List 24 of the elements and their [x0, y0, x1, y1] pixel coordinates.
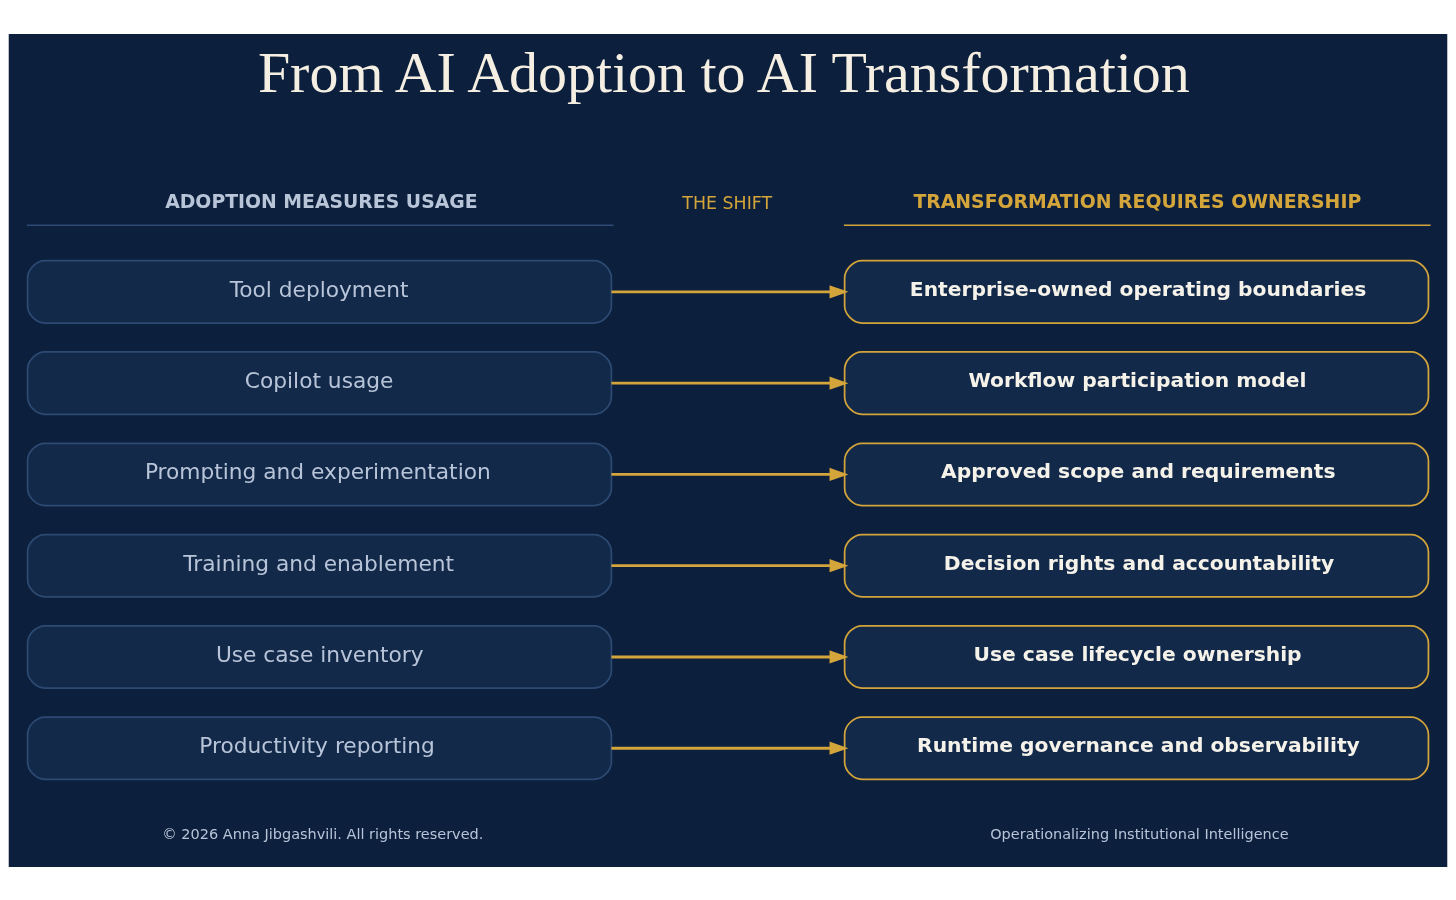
node-box: Training and enablement [26, 533, 613, 598]
node-box: Prompting and experimentation [26, 441, 613, 506]
node-box: Approved scope and requirements [843, 441, 1430, 506]
label: © 2026 Anna Jibgashvili. All rights reserved. [162, 825, 484, 842]
arrow [611, 649, 849, 664]
diagram-title: From AI Adoption to AI Transformation [257, 39, 1190, 105]
arrow [611, 467, 849, 481]
arrow [611, 741, 849, 755]
node-box: Copilot usage [26, 350, 613, 415]
arrow [611, 284, 849, 298]
node-box: Runtime governance and observability [843, 715, 1430, 780]
node-box: Enterprise-owned operating boundaries [843, 259, 1430, 324]
node-box: Tool deployment [26, 259, 613, 324]
node-box: Workflow participation model [843, 350, 1430, 415]
node-box: Use case lifecycle ownership [843, 624, 1430, 689]
label: TRANSFORMATION REQUIRES OWNERSHIP [913, 190, 1362, 212]
label: ADOPTION MEASURES USAGE [165, 190, 478, 212]
arrow [611, 558, 849, 572]
arrow [611, 376, 849, 390]
node-box: Use case inventory [26, 624, 613, 689]
node-box: Productivity reporting [26, 715, 613, 780]
label: Operationalizing Institutional Intelligence [990, 825, 1289, 842]
label: THE SHIFT [682, 192, 773, 213]
node-box: Decision rights and accountability [843, 533, 1430, 598]
